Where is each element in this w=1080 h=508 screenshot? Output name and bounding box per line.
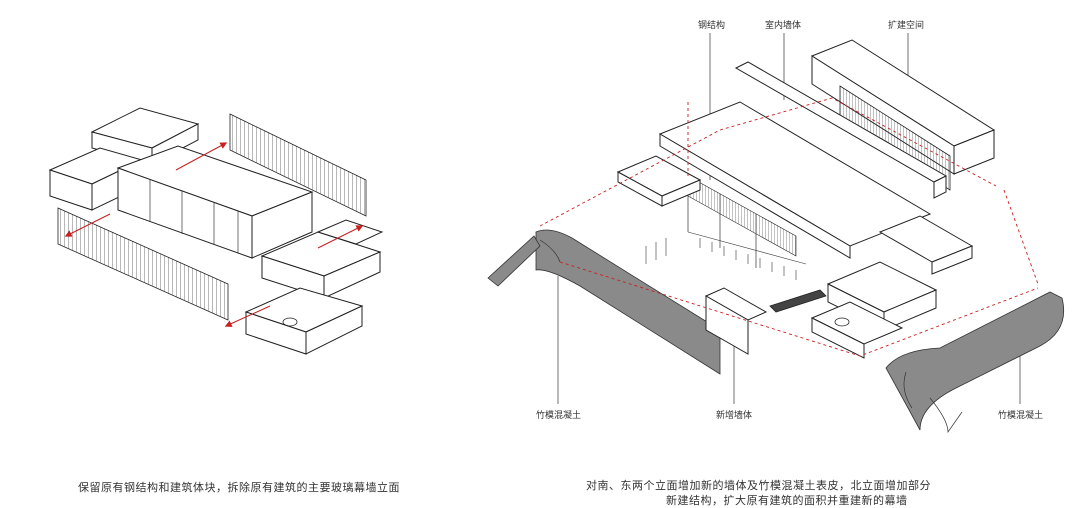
arrow-left — [64, 213, 111, 237]
arrow-lower — [224, 305, 271, 327]
label-extension-space: 扩建空间 — [888, 21, 925, 31]
bamboo-wall-left — [487, 229, 721, 375]
right-caption-line2: 新建结构，扩大原有建筑的面积并重建新的幕墙 — [666, 494, 908, 507]
label-bamboo-concrete-left: 竹模混凝土 — [536, 411, 582, 421]
dark-beam — [769, 289, 827, 313]
interior-wall-slab — [734, 61, 948, 199]
rib-grid — [645, 231, 807, 280]
label-steel-structure: 钢结构 — [698, 21, 726, 31]
removed-curtain-wall-lower — [57, 207, 229, 321]
new-wall-panels — [704, 287, 768, 355]
left-caption: 保留原有钢结构和建筑体块，拆除原有建筑的主要玻璃幕墙立面 — [78, 481, 400, 494]
label-interior-wall: 室内墙体 — [765, 21, 802, 31]
label-bamboo-concrete-right: 竹模混凝土 — [998, 411, 1044, 421]
arrow-right — [317, 225, 364, 249]
label-new-wall: 新增墙体 — [716, 411, 753, 421]
right-axonometric — [487, 33, 1065, 434]
bamboo-wall-right — [885, 291, 1065, 434]
block-central-body — [116, 145, 314, 259]
removed-curtain-wall-upper — [229, 113, 367, 217]
arrow-upper — [175, 142, 228, 171]
left-cluster — [616, 155, 702, 207]
main-slab — [658, 101, 932, 259]
block-right-cluster — [244, 219, 384, 355]
left-axonometric — [48, 107, 384, 355]
right-caption-line1: 对南、东两个立面增加新的墙体及竹模混凝土表皮，北立面增加部分 — [586, 479, 931, 492]
right-cluster — [810, 215, 974, 359]
